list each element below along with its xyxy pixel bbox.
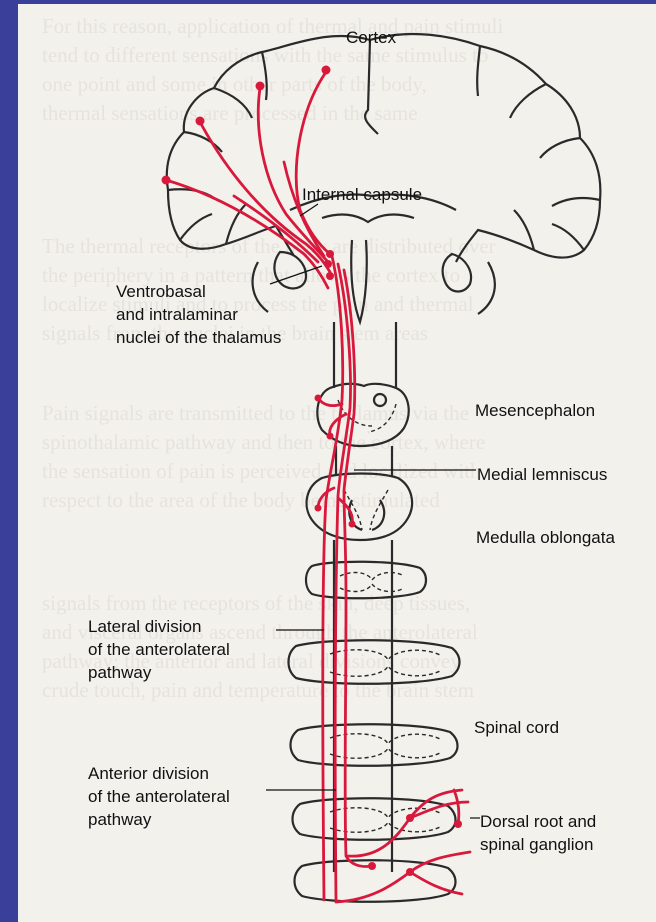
fibre-tract-3 bbox=[344, 270, 372, 867]
node-thalamus-2 bbox=[324, 260, 332, 268]
label-anterior-division-line-1: Anterior division bbox=[88, 763, 209, 784]
cerebral-aqueduct bbox=[374, 394, 386, 406]
node-cortex-2 bbox=[256, 82, 265, 91]
fibre-cortex-1 bbox=[296, 72, 330, 254]
label-medulla-oblongata: Medulla oblongata bbox=[476, 527, 615, 548]
label-dorsal-root-line-2: spinal ganglion bbox=[480, 834, 593, 855]
label-cortex: Cortex bbox=[346, 27, 396, 48]
node-cortex-3 bbox=[196, 117, 205, 126]
label-thalamus-line-2: and intralaminar bbox=[116, 304, 238, 325]
node-ganglion-1 bbox=[454, 820, 462, 828]
thalamus-left bbox=[274, 252, 306, 288]
label-anterior-division-line-2: of the anterolateral bbox=[88, 786, 230, 807]
node-medulla-1 bbox=[315, 505, 322, 512]
third-ventricle bbox=[351, 240, 366, 322]
leader-lines bbox=[266, 204, 480, 818]
label-anterior-division-line-3: pathway bbox=[88, 809, 151, 830]
node-dorsal-2 bbox=[406, 868, 414, 876]
node-spinal-1 bbox=[368, 862, 376, 870]
label-lateral-division-line-1: Lateral division bbox=[88, 616, 201, 637]
spinal-section-thoracic-2 bbox=[291, 724, 458, 766]
fibre-thalamic-radiation-1 bbox=[234, 196, 318, 262]
lateral-ventricle bbox=[322, 215, 414, 222]
label-spinal-cord: Spinal cord bbox=[474, 717, 559, 738]
spinal-section-thoracic-1 bbox=[289, 640, 460, 684]
label-medial-lemniscus: Medial lemniscus bbox=[477, 464, 607, 485]
label-lateral-division-line-3: pathway bbox=[88, 662, 151, 683]
label-thalamus-line-1: Ventrobasal bbox=[116, 281, 206, 302]
fibre-tract-1 bbox=[323, 256, 343, 900]
label-internal-capsule: Internal capsule bbox=[302, 184, 422, 205]
label-lateral-division-line-2: of the anterolateral bbox=[88, 639, 230, 660]
label-thalamus-line-3: nuclei of the thalamus bbox=[116, 327, 281, 348]
longitudinal-fissure bbox=[365, 40, 378, 134]
node-mesencephalon-1 bbox=[315, 395, 322, 402]
grey-matter-thoracic-2 bbox=[330, 734, 442, 759]
diagram-panel: For this reason, application of thermal … bbox=[18, 4, 656, 922]
node-thalamus-3 bbox=[326, 272, 334, 280]
pathway-diagram bbox=[18, 4, 656, 922]
spinal-section-lumbar-1 bbox=[293, 798, 456, 840]
node-mesencephalon-2 bbox=[327, 433, 334, 440]
label-dorsal-root-line-1: Dorsal root and bbox=[480, 811, 596, 832]
grey-matter-cervical bbox=[340, 573, 404, 592]
node-cortex-1 bbox=[322, 66, 331, 75]
cortex-right-hemisphere bbox=[370, 34, 600, 262]
node-dorsal-1 bbox=[406, 814, 414, 822]
node-cortex-4 bbox=[162, 176, 171, 185]
label-mesencephalon: Mesencephalon bbox=[475, 400, 595, 421]
leader-thalamus bbox=[270, 266, 322, 284]
node-thalamus-1 bbox=[326, 250, 334, 258]
node-medulla-2 bbox=[349, 521, 356, 528]
